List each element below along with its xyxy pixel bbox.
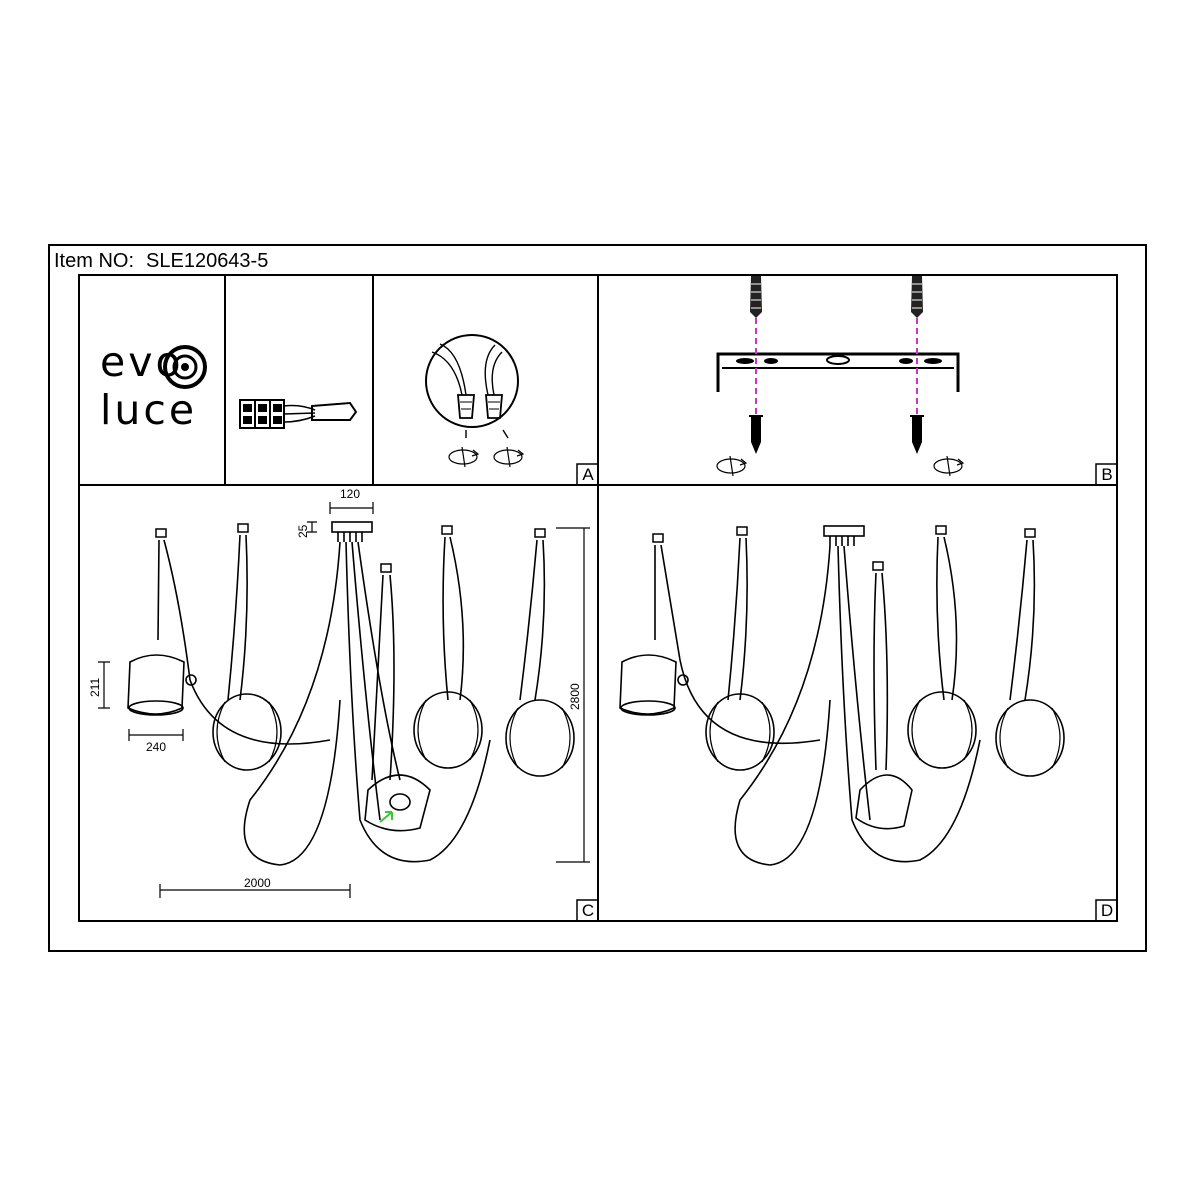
pendant-lamp-icon [127, 521, 575, 866]
wire-nut-icon [425, 334, 519, 439]
panel-label-d: D [1100, 901, 1114, 920]
dimension-lines [98, 502, 590, 898]
outer-frame [48, 244, 1147, 952]
panel-label-c: C [581, 901, 595, 920]
item-number: SLE120643-5 [146, 250, 269, 272]
item-label: Item NO: [54, 250, 135, 272]
dim-total-height: 2800 [568, 683, 582, 710]
dim-shade-width: 240 [146, 740, 167, 754]
pendant-lamp-assembled [619, 525, 1065, 866]
logo-line-1: evo [100, 338, 184, 386]
dim-canopy-height: 25 [296, 524, 310, 538]
dim-shade-height: 211 [88, 677, 102, 697]
item-number-label: Item NO: SLE120643-5 [54, 250, 268, 273]
brand-logo: evo luce [100, 338, 215, 434]
dim-canopy-width: 120 [340, 487, 361, 501]
screw-icon [748, 275, 925, 455]
connector-terminal-icon [239, 399, 358, 429]
dim-total-span: 2000 [244, 876, 271, 890]
rotate-icon [448, 446, 524, 468]
brand-ring-icon [163, 345, 207, 389]
logo-line-2: luce [100, 386, 198, 434]
mounting-bracket-icon [716, 352, 960, 392]
panel-label-a: A [582, 465, 594, 484]
panel-label-b: B [1101, 465, 1113, 484]
